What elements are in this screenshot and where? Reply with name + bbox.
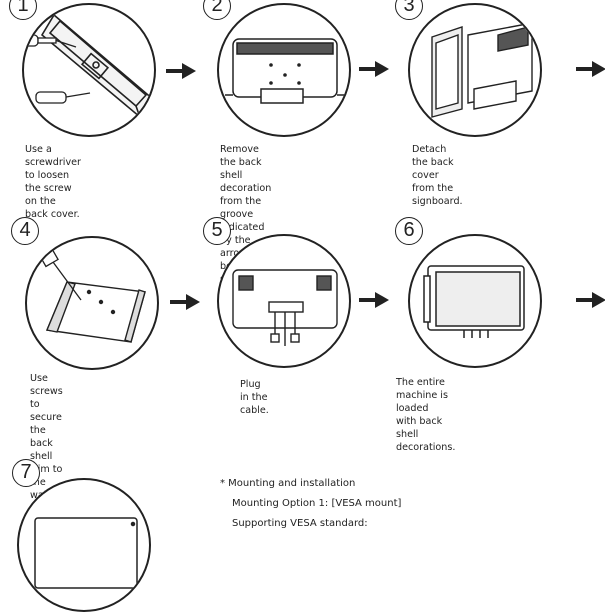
step-number: 4 <box>11 217 39 245</box>
step-caption: Use a screwdriver to loosen the screw on… <box>25 144 81 220</box>
step-number: 7 <box>12 459 40 487</box>
step-caption: Plug in the cable. <box>240 379 269 416</box>
right-arrow-icon <box>170 294 200 310</box>
notes-option: Mounting Option 1: [VESA mount] <box>232 498 402 509</box>
screwdriver-icon <box>37 244 82 301</box>
screw-icon <box>86 289 116 315</box>
right-arrow-icon <box>359 61 389 77</box>
screwdriver-icon <box>24 34 91 104</box>
step-caption: Detach the back cover from the signboard… <box>412 144 463 207</box>
step-2-illustration <box>217 3 351 137</box>
step-7-illustration <box>17 478 151 612</box>
step-6-illustration <box>408 234 542 368</box>
step-number: 6 <box>395 217 423 245</box>
cable-plug-icon <box>270 312 300 346</box>
notes-standard: Supporting VESA standard: <box>232 518 368 529</box>
step-4-illustration <box>25 236 159 370</box>
step-5-illustration <box>217 234 351 368</box>
right-arrow-icon <box>576 292 605 308</box>
step-number: 5 <box>203 217 231 245</box>
notes-heading: * Mounting and installation <box>220 478 356 489</box>
mounting-notes: * Mounting and installation Mounting Opt… <box>220 474 401 534</box>
step-caption: The entire machine is loaded with back s… <box>396 377 456 453</box>
right-arrow-icon <box>359 292 389 308</box>
step-3-illustration <box>408 3 542 137</box>
right-arrow-icon <box>576 61 605 77</box>
right-arrow-icon <box>166 63 196 79</box>
step-1-illustration <box>22 3 156 137</box>
